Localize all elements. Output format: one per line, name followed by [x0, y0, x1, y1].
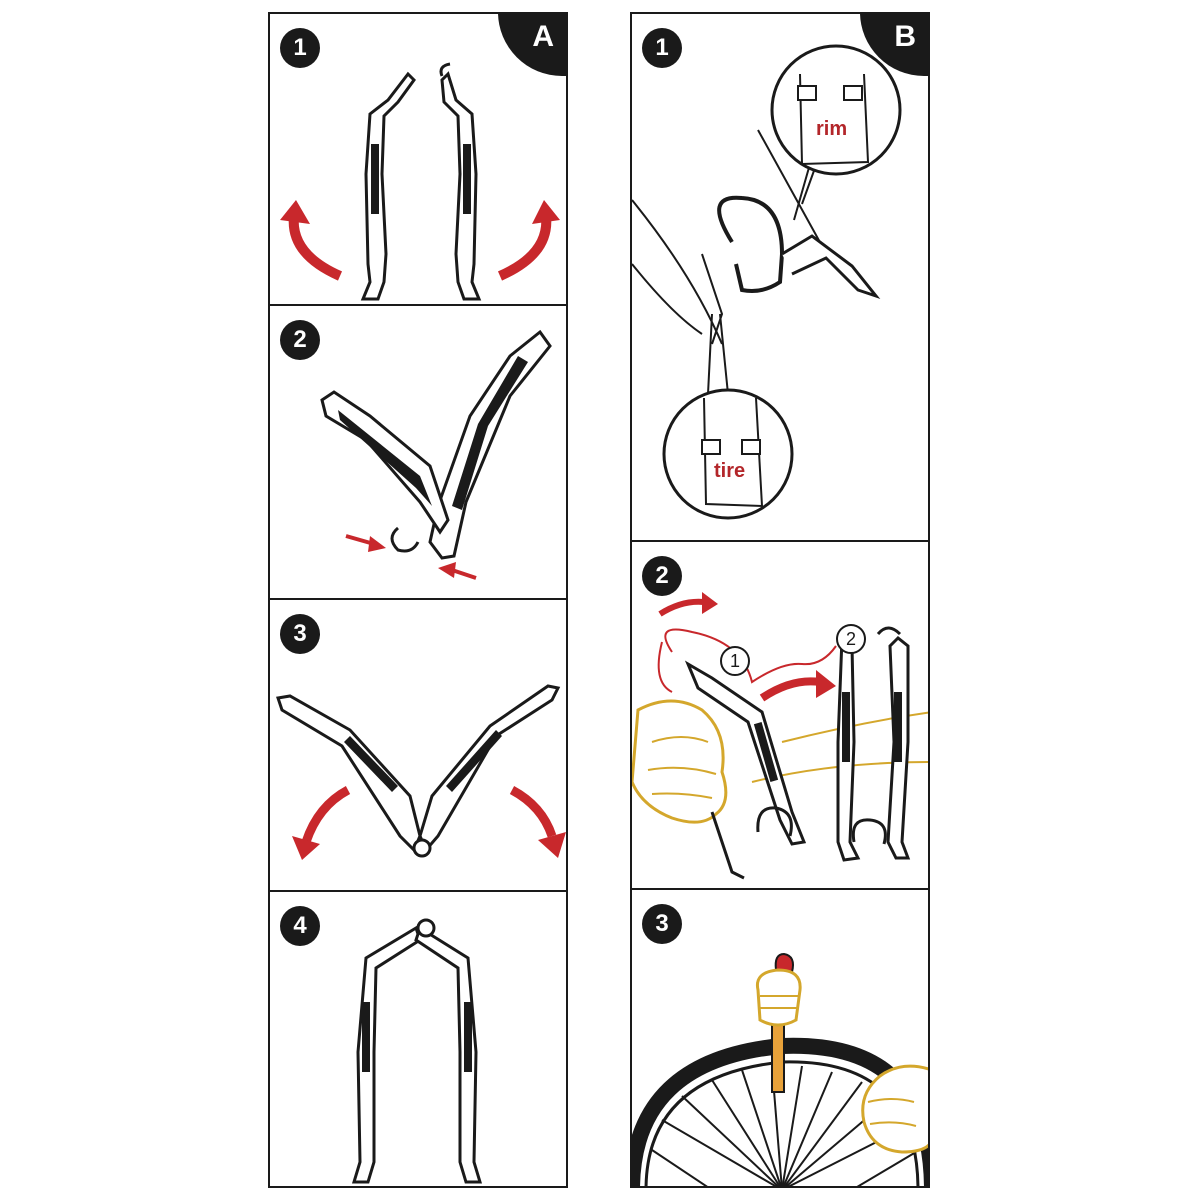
step-number-b2: 2 — [642, 556, 682, 596]
illustration-a4 — [351, 918, 483, 1184]
illustration-a1 — [280, 62, 560, 301]
illustration-a3 — [276, 684, 566, 860]
tire-lever-orange — [771, 1019, 785, 1093]
step-number-a4: 4 — [280, 906, 320, 946]
illustration-a2 — [320, 329, 552, 580]
movement-path — [664, 628, 837, 684]
callout-label-tire: tire — [714, 460, 746, 482]
callout-tire-circle — [662, 388, 794, 520]
callout-rim-circle — [770, 44, 902, 176]
step-number-b1: 1 — [642, 28, 682, 68]
tire-lever-hook — [717, 195, 785, 293]
hand-side — [861, 1064, 928, 1154]
rotate-arrow-left — [288, 215, 343, 281]
panel-a1: 1 A — [268, 12, 568, 306]
tire-lever-open-right — [418, 684, 561, 853]
step-number-a2: 2 — [280, 320, 320, 360]
callout-label-rim: rim — [816, 118, 848, 140]
rotate-arrow-right — [497, 215, 552, 281]
panel-a3: 3 — [268, 598, 568, 892]
tire-sidewall-line — [632, 199, 723, 345]
panel-b3: 3 — [630, 888, 930, 1188]
move-arrow-top — [658, 598, 705, 617]
move-arrow-middle — [759, 677, 821, 702]
step-number-b3: 3 — [642, 904, 682, 944]
open-arrow-right — [509, 786, 557, 838]
illustration-b3 — [632, 952, 928, 1186]
tire-lever-closed-right — [414, 925, 483, 1184]
step-number-a3: 3 — [280, 614, 320, 654]
wheel-spokes — [651, 1065, 917, 1186]
illustration-b2 — [632, 592, 928, 880]
tire-lever-open-left — [276, 694, 422, 853]
illustration-b1 — [632, 44, 902, 520]
panel-a4: 4 — [268, 890, 568, 1188]
panel-b2: 2 1 2 — [630, 540, 930, 890]
sub-marker-1: 1 — [720, 646, 750, 676]
panel-a2: 2 — [268, 304, 568, 600]
open-arrow-left — [301, 786, 351, 844]
hand-outline — [632, 699, 728, 824]
tire-lever-left — [360, 71, 416, 301]
tire-lever-right — [440, 71, 482, 301]
tire-lever-in-hand — [684, 660, 807, 846]
tire-lever-tilted — [428, 329, 552, 560]
sub-marker-2: 2 — [836, 624, 866, 654]
step-number-a1: 1 — [280, 28, 320, 68]
tire-lever-closed-left — [351, 925, 422, 1184]
panel-b1: 1 B rim tire — [630, 12, 930, 542]
hand-top — [755, 968, 802, 1027]
push-arrow-right — [451, 568, 477, 580]
